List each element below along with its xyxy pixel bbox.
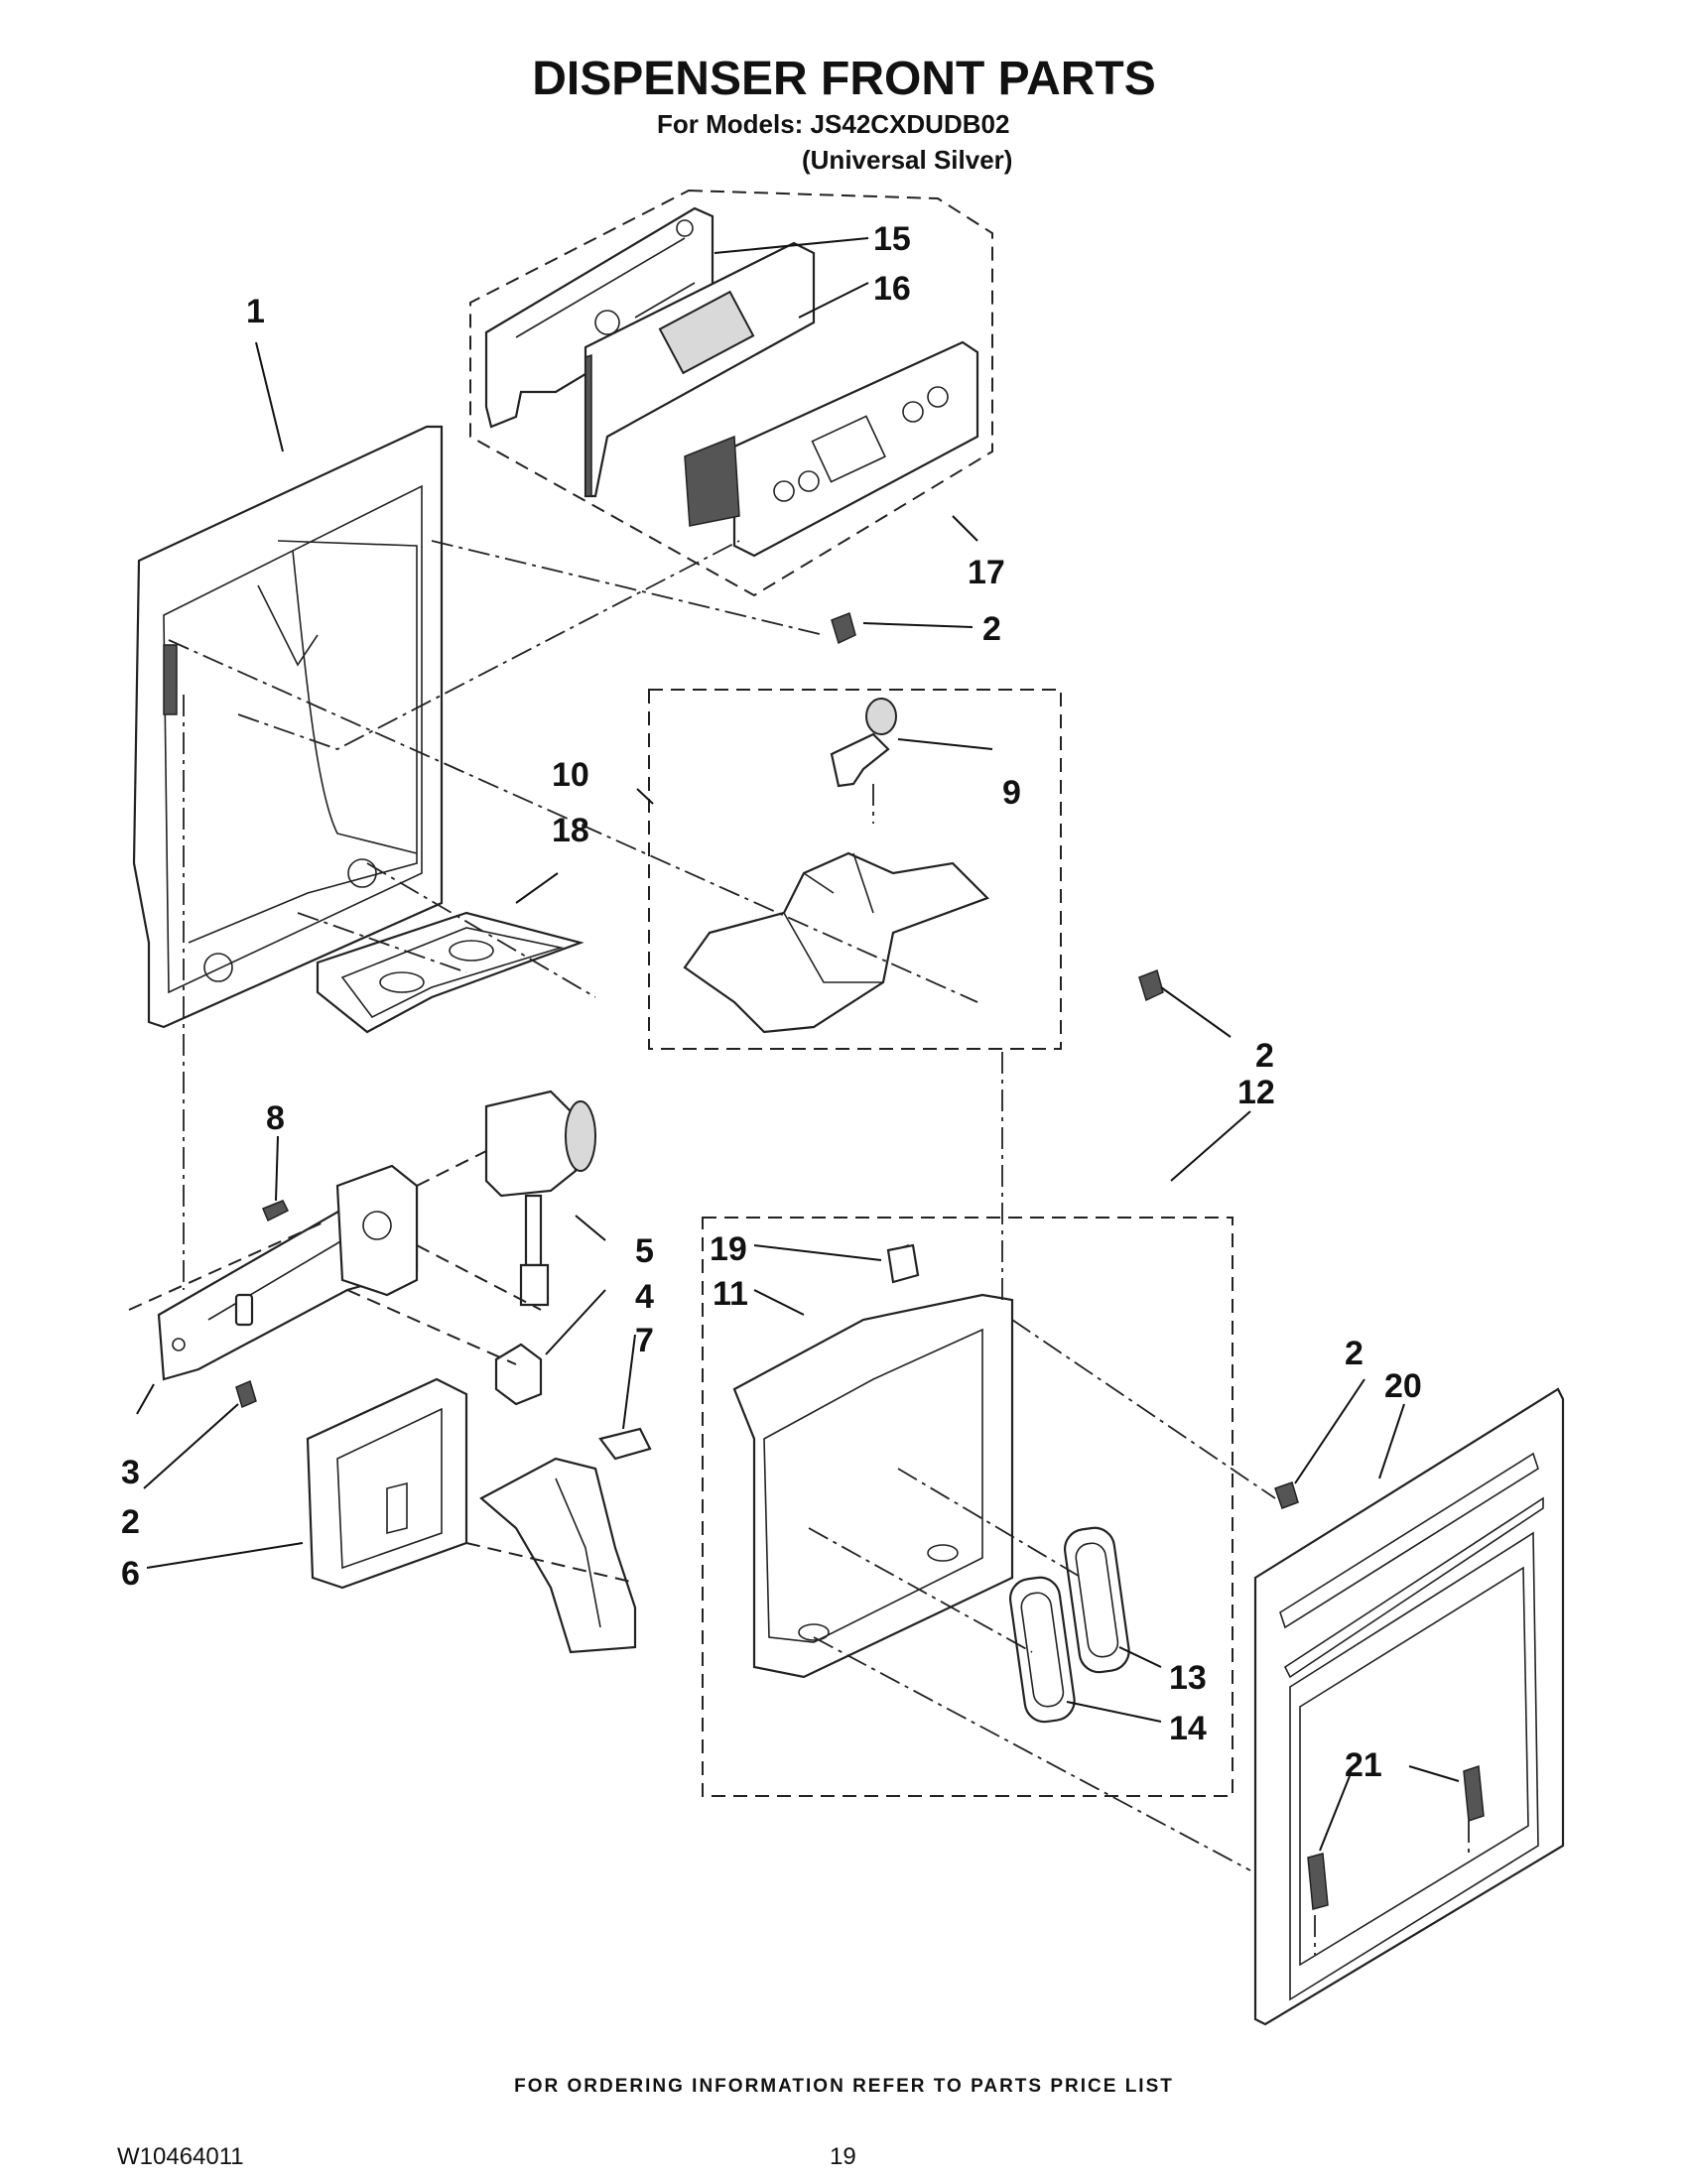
part-21-screw [1463,1764,1485,1823]
callout-1: 1 [246,293,265,330]
callout-2-mid: 2 [1255,1037,1274,1075]
part-5-motor [484,1090,578,1198]
callout-11: 11 [713,1275,748,1313]
page-number: 19 [830,2143,856,2170]
callout-2-right: 2 [1345,1335,1363,1372]
callout-20: 20 [1384,1367,1422,1405]
callout-8: 8 [266,1099,285,1137]
housing-group-boundary [702,1217,1234,1797]
screw-2-left [235,1379,257,1409]
screw-2-right [1274,1481,1299,1509]
part-15-bracket [484,206,714,429]
part-11-inner-housing [732,1293,1014,1679]
part-13-pad [1063,1526,1130,1674]
document-number: W10464011 [117,2143,244,2170]
part-7-lever [598,1427,652,1461]
callout-2-left: 2 [121,1503,140,1541]
part-19-switch [886,1243,920,1284]
part-17-display [732,340,979,558]
model-number: For Models: JS42CXDUDB02 [657,109,1010,139]
part-4-cap [494,1343,543,1406]
callout-15: 15 [873,220,911,258]
ordering-note: FOR ORDERING INFORMATION REFER TO PARTS … [514,2076,1174,2097]
callout-14: 14 [1169,1710,1207,1747]
callout-18: 18 [552,812,589,849]
paddle-actuator [479,1457,637,1654]
callout-5: 5 [635,1232,654,1270]
part-9-fitting [830,732,890,788]
callout-7: 7 [635,1322,654,1359]
part-6-cover [306,1377,468,1590]
screw-2-mid [1138,968,1164,1002]
callout-3: 3 [121,1454,140,1491]
page-title: DISPENSER FRONT PARTS [532,53,1156,105]
callout-12: 12 [1237,1074,1275,1111]
callout-10: 10 [552,756,589,794]
control-board-group-boundary [469,189,993,597]
part-8-screw [262,1200,290,1222]
model-variant: (Universal Silver) [802,145,1013,175]
callout-4: 4 [635,1278,654,1316]
callout-13: 13 [1169,1659,1207,1697]
callout-21: 21 [1345,1746,1382,1784]
callout-17: 17 [968,554,1005,591]
part-20-front-panel [1253,1387,1565,2026]
part-10-ice-chute [683,851,989,1034]
callout-2-top: 2 [982,610,1001,648]
callout-19: 19 [710,1230,747,1268]
callout-6: 6 [121,1555,140,1593]
ice-chute-group-boundary [648,689,1062,1050]
screw-2-top [831,611,856,645]
callout-16: 16 [873,270,911,308]
callout-9: 9 [1002,774,1021,812]
part-14-pad [1008,1576,1076,1724]
